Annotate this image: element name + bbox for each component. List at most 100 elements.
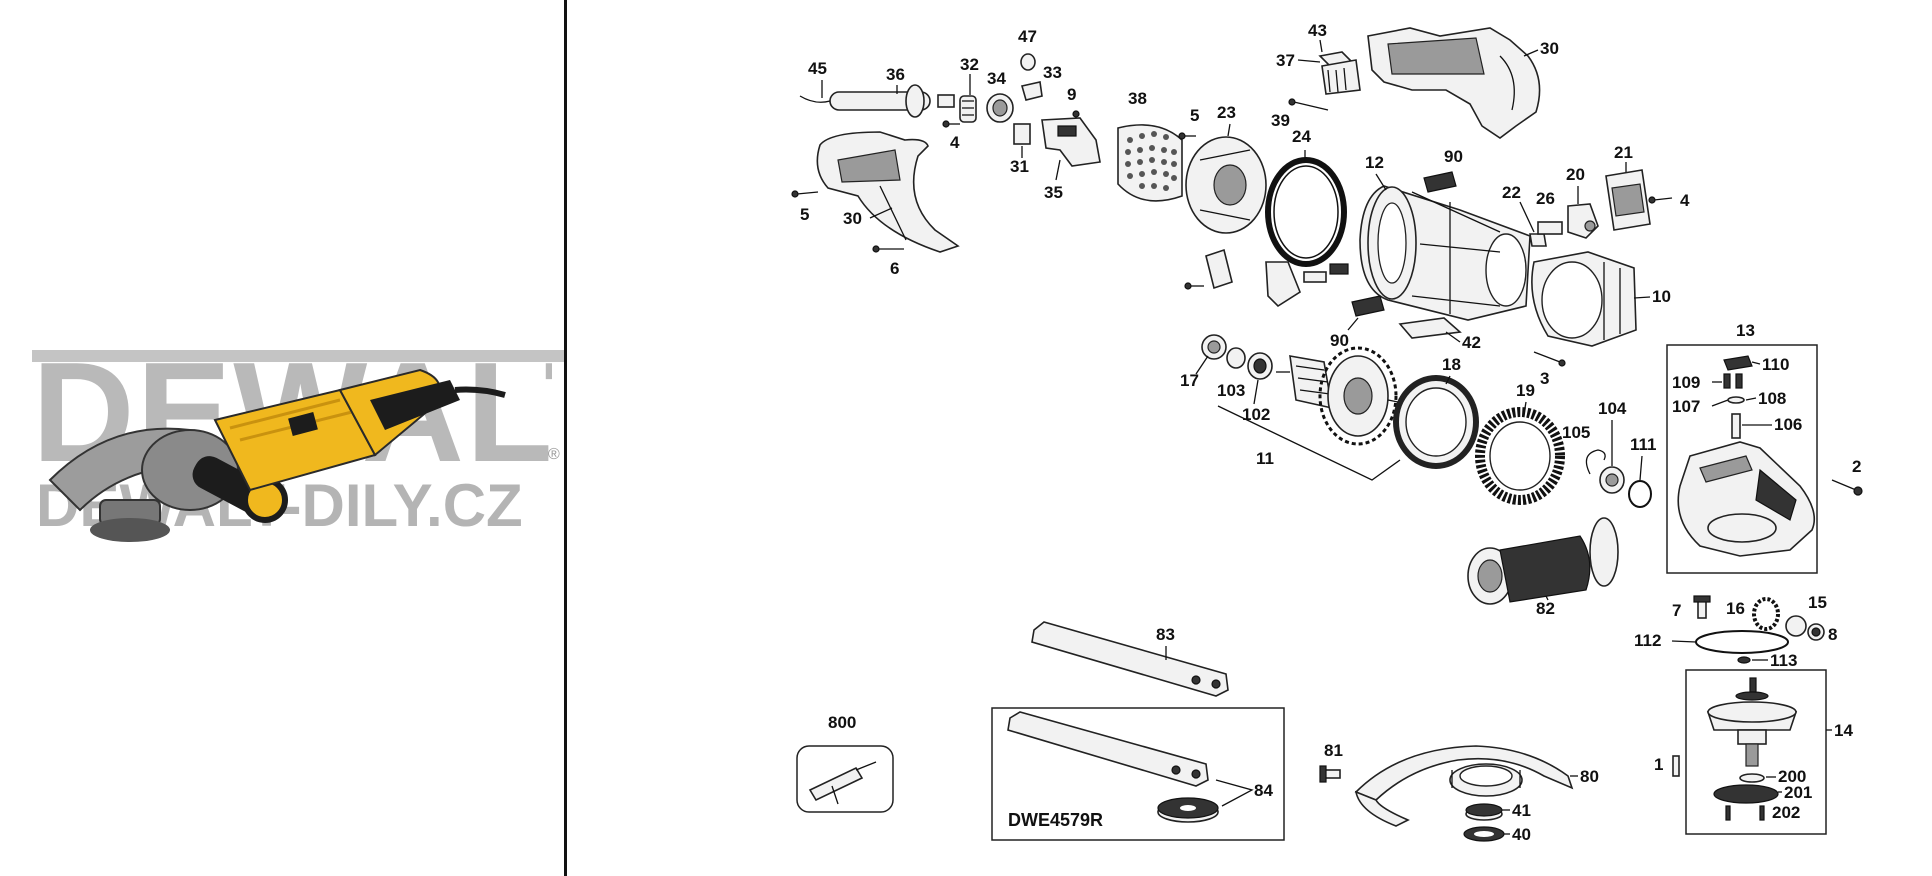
part-42-insulator[interactable] (1398, 317, 1462, 339)
part-label-12: 12 (1365, 153, 1384, 172)
part-23-end-bracket[interactable] (1185, 136, 1267, 234)
assembly-13-box (1666, 344, 1818, 574)
part-30-handle-half[interactable] (816, 131, 960, 253)
part-label-23: 23 (1217, 103, 1236, 122)
part-19-field[interactable] (1475, 407, 1565, 505)
part-label-37: 37 (1276, 51, 1295, 70)
part-label-102: 102 (1242, 405, 1270, 424)
product-photo (48, 368, 506, 542)
part-6-screw[interactable] (872, 245, 904, 253)
part-80-wheel-guard[interactable] (1354, 745, 1574, 827)
part-84-wrench[interactable] (1007, 711, 1209, 787)
part-4-screw[interactable] (942, 120, 960, 128)
part-label-35: 35 (1044, 183, 1063, 202)
part-34[interactable] (986, 93, 1014, 123)
part-label-38: 38 (1128, 89, 1147, 108)
part-label-201: 201 (1784, 783, 1812, 802)
part-26[interactable] (1537, 221, 1563, 235)
part-10-gear-housing[interactable] (1531, 251, 1637, 347)
part-label-81: 81 (1324, 741, 1343, 760)
part-84-flange-nut[interactable] (1157, 797, 1219, 823)
part-7-bolt[interactable] (1693, 595, 1711, 619)
part-label-104: 104 (1598, 399, 1627, 418)
part-38-filter[interactable] (1117, 124, 1183, 202)
part-label-26: 26 (1536, 189, 1555, 208)
part-108-washer[interactable] (1727, 396, 1745, 404)
part-24-baffle[interactable] (1265, 157, 1347, 267)
part-90-brush-bottom[interactable] (1351, 295, 1385, 317)
part-label-18: 18 (1442, 355, 1461, 374)
part-label-6: 6 (890, 259, 899, 278)
part-90-brush-top[interactable] (1423, 171, 1457, 193)
part-1-pin[interactable] (1672, 755, 1680, 777)
part-200[interactable] (1739, 773, 1765, 783)
part-brush-holder[interactable] (1184, 248, 1349, 308)
part-9-35-switch[interactable] (1041, 110, 1101, 167)
part-113[interactable] (1737, 656, 1751, 664)
part-47[interactable] (1020, 53, 1036, 71)
part-109-spring[interactable] (1723, 373, 1743, 389)
model-variant-box (991, 707, 1285, 841)
part-label-107: 107 (1672, 397, 1700, 416)
part-36-cable-guard[interactable] (829, 84, 955, 118)
part-16-ring[interactable] (1752, 597, 1780, 631)
part-112-oring[interactable] (1695, 630, 1789, 654)
part-label-112: 112 (1634, 631, 1661, 650)
part-81-screw[interactable] (1319, 765, 1341, 783)
part-18-baffle[interactable] (1393, 375, 1479, 469)
part-102-bearing[interactable] (1247, 352, 1273, 380)
part-label-4b: 4 (1680, 191, 1690, 210)
part-41-flange[interactable] (1465, 803, 1503, 821)
part-33[interactable] (1020, 81, 1043, 101)
part-15-bearing[interactable] (1785, 615, 1807, 637)
part-3-screw[interactable] (1533, 351, 1566, 367)
model-label: DWE4579R (1008, 810, 1103, 830)
part-label-80: 80 (1580, 767, 1599, 786)
part-label-31: 31 (1010, 157, 1029, 176)
part-21-cover[interactable] (1605, 169, 1651, 231)
part-label-30a: 30 (843, 209, 862, 228)
part-11-armature[interactable] (1276, 346, 1419, 446)
part-202-screws[interactable] (1725, 805, 1765, 821)
part-111-ring[interactable] (1628, 480, 1652, 508)
part-label-39: 39 (1271, 111, 1290, 130)
part-39-screw[interactable] (1288, 98, 1329, 111)
part-106-pin[interactable] (1731, 413, 1741, 439)
part-label-33: 33 (1043, 63, 1062, 82)
part-104-bearing[interactable] (1599, 466, 1625, 494)
part-8-nut[interactable] (1807, 623, 1825, 641)
part-label-202: 202 (1772, 803, 1800, 822)
part-800-tool[interactable] (808, 761, 877, 805)
part-37-brush[interactable] (1318, 51, 1361, 95)
part-label-103: 103 (1217, 381, 1245, 400)
part-31[interactable] (1013, 123, 1031, 145)
part-103-washer[interactable] (1226, 347, 1246, 369)
part-30-housing-half[interactable] (1367, 27, 1541, 139)
part-gear-case[interactable] (1677, 441, 1816, 557)
part-label-7: 7 (1672, 601, 1681, 620)
part-label-42: 42 (1462, 333, 1481, 352)
part-32[interactable] (959, 95, 977, 123)
part-40-nut[interactable] (1463, 826, 1505, 842)
part-label-43: 43 (1308, 21, 1327, 40)
part-label-13: 13 (1736, 321, 1755, 340)
part-22[interactable] (1529, 233, 1547, 247)
part-110-button[interactable] (1723, 355, 1753, 371)
part-label-83: 83 (1156, 625, 1175, 644)
part-83-wrench[interactable] (1031, 621, 1229, 697)
part-label-40: 40 (1512, 825, 1531, 844)
part-label-84: 84 (1254, 781, 1273, 800)
part-201-flange[interactable] (1713, 784, 1779, 804)
part-17-bearing[interactable] (1201, 334, 1227, 360)
part-label-10: 10 (1652, 287, 1671, 306)
part-12-motor-housing[interactable] (1359, 185, 1531, 321)
part-label-5b: 5 (1190, 106, 1199, 125)
part-4-screw-b[interactable] (1648, 196, 1673, 204)
part-82-side-handle[interactable] (1467, 517, 1619, 605)
part-105-clip[interactable] (1585, 449, 1606, 475)
part-2-screw[interactable] (1831, 479, 1863, 496)
part-label-90b: 90 (1330, 331, 1349, 350)
part-20-switch[interactable] (1567, 203, 1599, 239)
part-spindle-assembly[interactable] (1706, 677, 1798, 767)
part-label-21: 21 (1614, 143, 1633, 162)
